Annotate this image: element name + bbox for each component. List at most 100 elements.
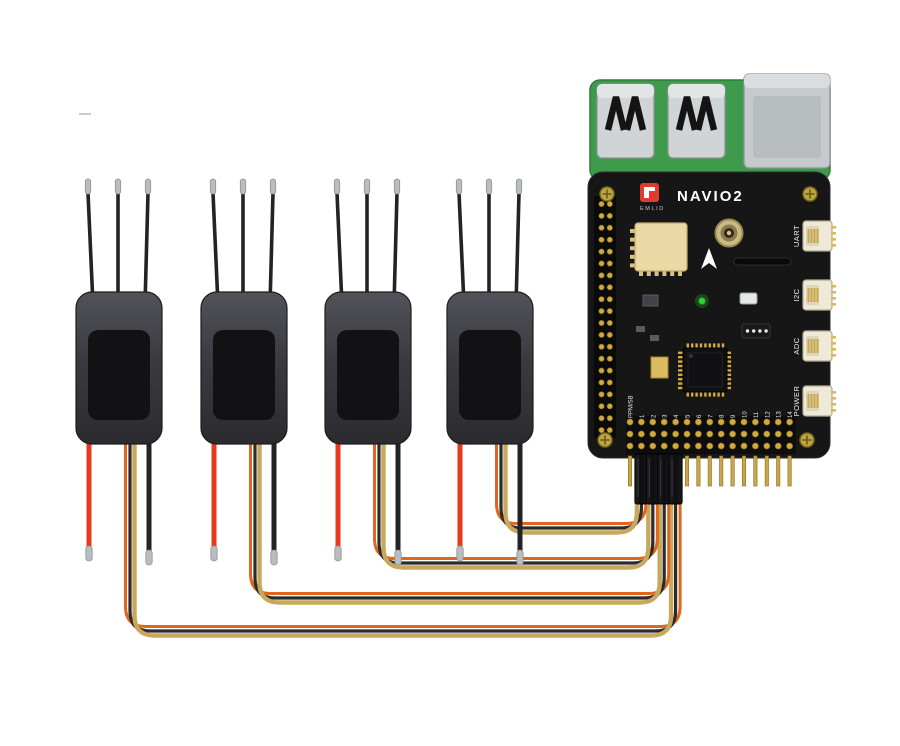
ethernet-face: [753, 96, 821, 158]
mcu-pin: [721, 392, 725, 397]
module-can: [634, 222, 688, 272]
mcu-pin: [678, 382, 683, 385]
usb-slot-icon: [694, 96, 718, 131]
gpio-pin: [598, 224, 605, 231]
usb-slot-icon: [675, 96, 699, 131]
pin-label: 2: [651, 414, 657, 418]
header-pin: [752, 442, 759, 450]
header-pin: [786, 442, 793, 450]
mcu-pin: [678, 386, 683, 390]
mcu-inner-outline: [687, 352, 723, 388]
antenna-pin: [726, 230, 732, 236]
mcu-pin: [678, 360, 683, 363]
brand-label: EMLID: [640, 206, 665, 212]
esc-4: [446, 178, 534, 566]
mcu-pin: [721, 343, 725, 348]
header-pin: [729, 430, 736, 438]
servo-rail-pins: [626, 418, 793, 450]
pin-label: 11: [754, 411, 760, 418]
pin-label: 7: [708, 414, 714, 418]
header-pin: [706, 430, 714, 438]
gpio-pin: [606, 379, 613, 386]
gpio-pin: [598, 296, 605, 303]
bullet-connector: [114, 178, 122, 195]
mcu-pin: [686, 343, 689, 348]
header-pin-prong: [753, 455, 758, 487]
mcu-pin: [691, 343, 694, 348]
pin-label: 5: [686, 414, 692, 418]
i2c-label: I2C: [792, 288, 801, 301]
mcu-chip: [678, 343, 732, 397]
power-label: POWER: [792, 386, 801, 417]
mcu-pin: [726, 356, 732, 359]
pin-label: 13: [777, 411, 783, 418]
antenna-connector: [714, 218, 744, 248]
header-pin: [774, 430, 782, 438]
signal-wire: [132, 433, 674, 638]
mcu-pin: [699, 343, 703, 348]
gpio-pin: [598, 379, 605, 386]
mcu-pin: [708, 392, 711, 397]
header-pin: [638, 430, 645, 438]
gpio-pin: [606, 248, 613, 255]
ethernet-port: [743, 73, 831, 169]
servo-plugs: [634, 453, 683, 505]
pin-label: 1: [640, 414, 646, 418]
gpio-pin: [606, 319, 613, 326]
screw: [599, 186, 615, 202]
gpio-pin: [598, 415, 605, 422]
header-pin-prong: [627, 455, 632, 487]
header-pin: [774, 418, 782, 426]
gpio-pin: [598, 236, 605, 243]
mcu-pin: [726, 373, 732, 376]
esc-3: [324, 178, 412, 566]
bullet-connector: [269, 178, 277, 195]
header-pin-prong: [776, 455, 781, 487]
signal-wire: [373, 434, 659, 560]
gpio-pin: [606, 427, 613, 434]
gpio-pin: [598, 391, 605, 398]
mcu-pin: [678, 356, 683, 359]
pin-label: 9: [731, 414, 737, 418]
header-pin: [740, 418, 748, 426]
mcu-pin: [726, 369, 732, 372]
esc-3-signal-cable: [373, 433, 659, 570]
edge-slot: [733, 257, 792, 266]
mcu-pin: [726, 364, 732, 368]
header-pin: [717, 430, 725, 438]
esc-group: [75, 178, 534, 566]
board-title: NAVIO2: [677, 188, 744, 205]
gpio-pin: [606, 260, 613, 267]
status-led: [698, 297, 706, 305]
power-connector: POWER: [792, 385, 836, 417]
bullet-connector: [393, 178, 401, 195]
pin-label: 10: [743, 411, 749, 418]
header-pin: [786, 418, 793, 426]
mcu-pin: [708, 343, 711, 348]
gpio-pin: [606, 224, 613, 231]
gpio-pin: [606, 236, 613, 243]
bullet-connector: [144, 178, 152, 195]
raspberry-pi-board: [589, 73, 831, 181]
pin-label: 3: [663, 414, 669, 418]
header-pin: [786, 430, 793, 438]
gpio-pin: [598, 212, 605, 219]
pin-label: 8: [720, 414, 726, 418]
mcu-pin: [678, 351, 683, 354]
motor-wire: [143, 191, 150, 307]
forward-arrow-icon: [701, 248, 717, 269]
gpio-pin: [598, 248, 605, 255]
signal-wire: [257, 433, 662, 605]
header-pin-prong: [764, 455, 769, 487]
header-pin-prong: [707, 455, 712, 487]
gpio-pins: [598, 201, 613, 434]
inductor-component: [650, 356, 669, 379]
usb-slot-icon: [604, 96, 628, 131]
header-pin: [752, 430, 759, 438]
mcu-pin: [704, 392, 707, 397]
mcu-pin: [691, 392, 694, 397]
esc-4-signal-cable: [495, 433, 648, 535]
mcu-pin: [704, 343, 707, 348]
gpio-pin: [606, 308, 613, 315]
